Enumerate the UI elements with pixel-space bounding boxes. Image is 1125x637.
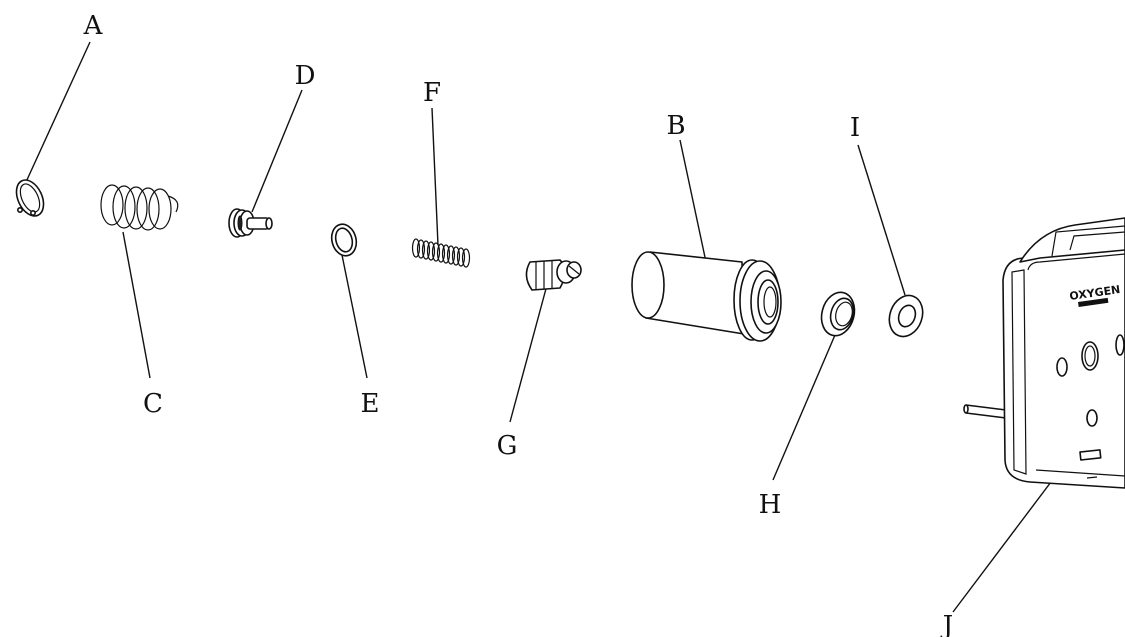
part-d-valve-seat: [228, 208, 273, 238]
part-j-housing: OXYGEN: [963, 217, 1125, 489]
label-i: I: [850, 113, 860, 143]
leader-line-g: [509, 284, 548, 423]
part-a-retaining-ring: [15, 179, 45, 217]
leader-line-d: [251, 89, 303, 213]
label-a: A: [83, 11, 104, 41]
leader-line-b: [679, 139, 707, 263]
leader-line-e: [341, 254, 368, 379]
label-j: J: [940, 611, 953, 637]
leader-line-j: [952, 469, 1061, 613]
leader-line-c: [122, 231, 151, 379]
part-f-small-spring: [411, 238, 471, 268]
part-c-large-spring: [100, 184, 179, 231]
part-i-washer: [888, 294, 924, 338]
label-g: G: [497, 431, 518, 461]
part-b-cylinder-body: [631, 251, 782, 342]
label-d: D: [295, 61, 316, 91]
leader-line-i: [857, 144, 906, 296]
leader-line-a: [25, 41, 91, 183]
part-h-o-ring: [820, 291, 856, 337]
leader-line-f: [431, 107, 439, 246]
label-c: C: [143, 389, 163, 419]
part-g-poppet: [525, 259, 582, 291]
label-e: E: [361, 389, 380, 419]
label-h: H: [759, 490, 782, 520]
part-e-o-ring: [330, 223, 358, 257]
label-b: B: [666, 111, 685, 141]
leader-line-h: [772, 334, 836, 481]
label-f: F: [423, 78, 441, 108]
